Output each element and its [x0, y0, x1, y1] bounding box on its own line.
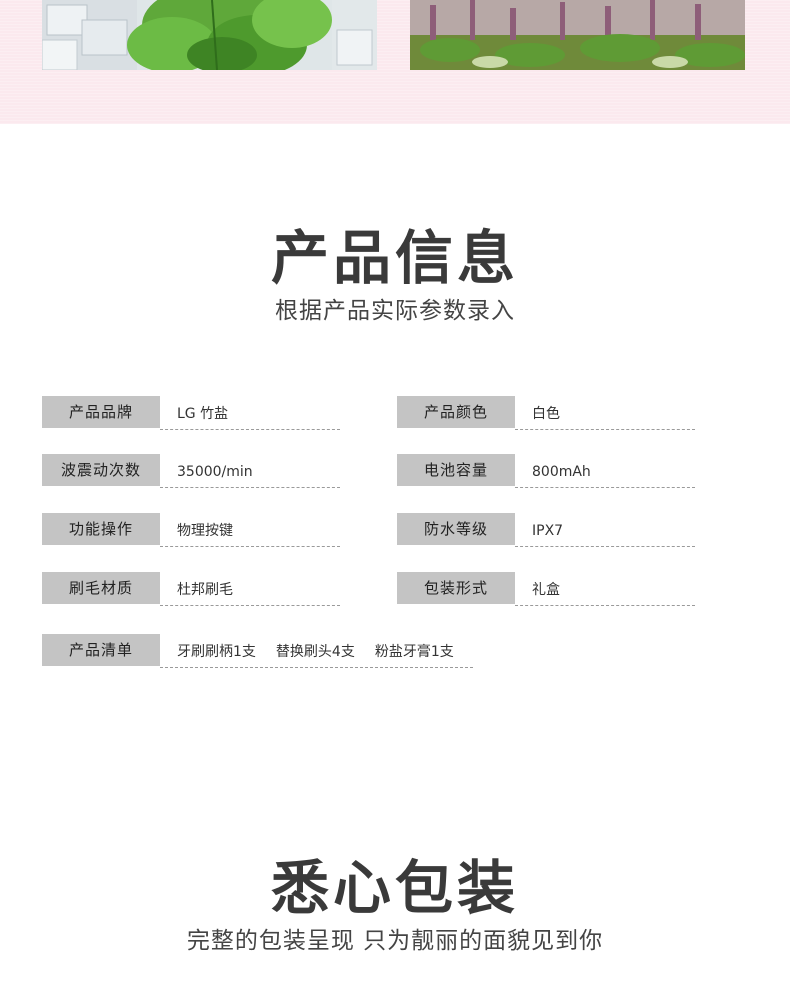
spec-label: 刷毛材质 [42, 572, 160, 604]
spec-label: 电池容量 [397, 454, 515, 486]
spec-value: 牙刷刷柄1支 替换刷头4支 粉盐牙膏1支 [160, 634, 473, 668]
spec-value: 物理按键 [160, 513, 340, 547]
spec-label: 防水等级 [397, 513, 515, 545]
product-info-title: 产品信息 [270, 224, 519, 292]
spec-value: 800mAh [515, 454, 695, 488]
packaging-title: 悉心包装 [270, 854, 519, 922]
basil-flowers-image [410, 0, 745, 70]
spec-value: IPX7 [515, 513, 695, 547]
checklist-item: 牙刷刷柄1支 [177, 644, 256, 660]
product-info-subtitle: 根据产品实际参数录入 [275, 298, 515, 324]
spec-label: 产品品牌 [42, 396, 160, 428]
spec-value: 杜邦刷毛 [160, 572, 340, 606]
spec-label: 产品清单 [42, 634, 160, 666]
packaging-subtitle: 完整的包装呈现 只为靓丽的面貌见到你 [186, 928, 604, 954]
spec-label: 功能操作 [42, 513, 160, 545]
spec-value: 礼盒 [515, 572, 695, 606]
checklist-item: 粉盐牙膏1支 [374, 644, 454, 660]
spec-label: 产品颜色 [397, 396, 515, 428]
spec-value: 白色 [515, 396, 695, 430]
mint-leaves-image [42, 0, 377, 70]
checklist-item: 替换刷头4支 [275, 644, 355, 660]
top-banner-band [0, 0, 790, 124]
spec-label: 波震动次数 [42, 454, 160, 486]
spec-value: LG 竹盐 [160, 396, 340, 430]
spec-label: 包装形式 [397, 572, 515, 604]
spec-value: 35000/min [160, 454, 340, 488]
